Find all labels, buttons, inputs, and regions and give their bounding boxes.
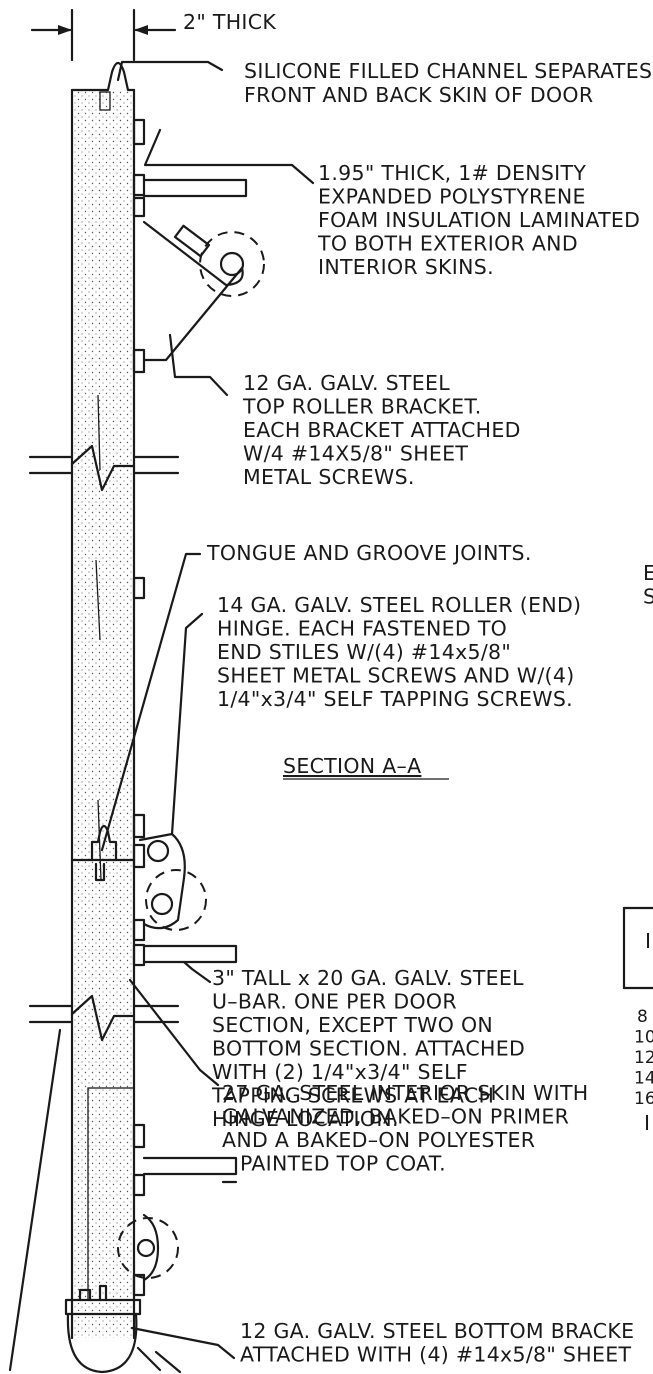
edge-fragment-right: E S	[643, 561, 653, 609]
hinge-callout: 14 GA. GALV. STEEL ROLLER (END) HINGE. E…	[217, 593, 588, 711]
clipped-table: I 8 10 12 14 16 I	[622, 906, 653, 1135]
interior-skin-callout: 27 GA. STEEL INTERIOR SKIN WITH GALVANIZ…	[222, 1081, 595, 1176]
bottom-bracket	[117, 1123, 238, 1297]
thickness-label: 2" THICK	[183, 10, 276, 34]
thickness-dimension	[30, 8, 177, 62]
table-header-fragment: I	[645, 929, 651, 953]
bottom-bracket-callout: 12 GA. GALV. STEEL BOTTOM BRACKE ATTACHE…	[240, 1319, 641, 1367]
silicone-callout: SILICONE FILLED CHANNEL SEPARATES FRONT …	[244, 59, 653, 107]
top-bracket-callout: 12 GA. GALV. STEEL TOP ROLLER BRACKET. E…	[242, 371, 528, 489]
table-footer-fragment: I	[644, 1111, 650, 1135]
top-roller-bracket	[132, 118, 265, 374]
leader-lines	[8, 60, 315, 1374]
tongue-groove-callout: TONGUE AND GROOVE JOINTS.	[206, 541, 532, 565]
section-title: SECTION A–A	[283, 754, 421, 778]
u-bar	[142, 944, 238, 964]
table-rows-fragment: 8 10 12 14 16	[634, 1007, 653, 1109]
break-line-upper	[28, 444, 180, 492]
roller-hinge	[132, 576, 207, 967]
foam-insulation-callout: 1.95" THICK, 1# DENSITY EXPANDED POLYSTY…	[317, 161, 647, 279]
door-panel	[64, 61, 142, 1374]
u-bar-callout: 3" TALL x 20 GA. GALV. STEEL U–BAR. ONE …	[211, 966, 532, 1131]
break-line-lower	[28, 994, 180, 1042]
